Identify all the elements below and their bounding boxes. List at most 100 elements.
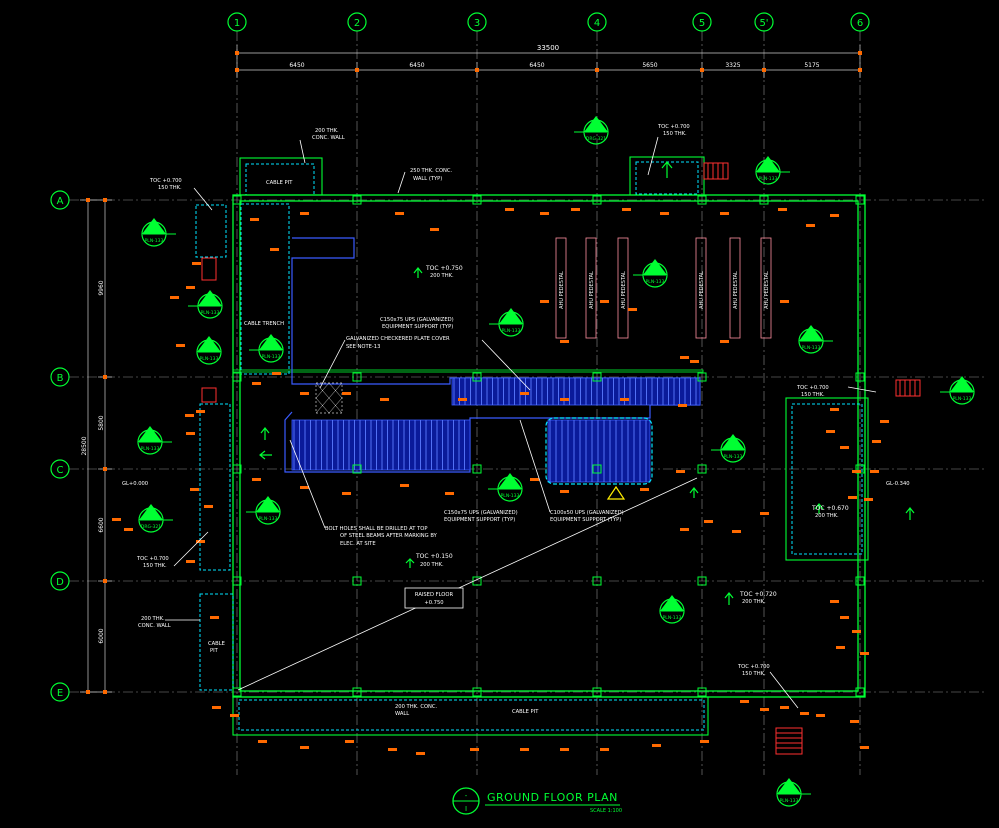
section-marker-ref: PLN-133 [802, 345, 821, 351]
column-marker [855, 576, 865, 586]
dimension-tag [210, 616, 219, 619]
toc-label: TOC +0.720 [739, 591, 777, 598]
column-marker [697, 576, 707, 586]
checkered-plate-hatch [315, 382, 343, 414]
dimension-tag [270, 248, 279, 251]
column-marker [697, 195, 707, 205]
dimension-tick-marks-vertical [86, 198, 107, 694]
title-block: - I GROUND FLOOR PLAN SCALE 1:100 [452, 787, 622, 815]
raised-floor-level: +0.750 [424, 600, 443, 606]
wall-label: 200 THK. [315, 128, 339, 134]
column-marker [592, 464, 602, 474]
bay-dimension: 5650 [642, 62, 657, 69]
bay-dimension: 9960 [98, 280, 105, 295]
grid-row-bubble[interactable]: C [50, 459, 70, 479]
dimension-tag [540, 300, 549, 303]
dimension-tag [872, 440, 881, 443]
grid-column-bubble[interactable]: 1 [227, 12, 247, 32]
ahu-pedestal-label: AHU PEDESTAL [764, 271, 770, 309]
section-marker-ref: PLN-133 [262, 354, 281, 360]
section-marker-letter: D [959, 382, 965, 391]
wall-label: 200 THK. CONC. [395, 704, 438, 710]
dimension-tag [395, 212, 404, 215]
ahu-pedestal [760, 237, 772, 339]
grid-column-bubble[interactable]: 3 [467, 12, 487, 32]
bolt-hole-note: BOLT HOLES SHALL BE DRILLED AT TOP [325, 526, 427, 532]
dimension-tag [760, 708, 769, 711]
checkered-plate-note: SEE NOTE-13 [346, 344, 380, 350]
dimension-tag [342, 492, 351, 495]
ups-band [451, 377, 701, 406]
grid-row-bubble[interactable]: B [50, 367, 70, 387]
wall-label: WALL [395, 711, 409, 717]
grid-row-label: B [57, 373, 64, 384]
dimension-tag [300, 746, 309, 749]
grid-column-bubble[interactable]: 5' [754, 12, 774, 32]
bay-dimension: 5800 [98, 415, 105, 430]
section-marker-ref: PLN-133 [780, 798, 799, 804]
dimension-tag [300, 486, 309, 489]
section-marker-letter: 1 [148, 510, 153, 519]
dimension-tag [780, 706, 789, 709]
dimension-tag [560, 398, 569, 401]
section-marker-ref: PLN-133 [145, 238, 164, 244]
grid-column-bubble[interactable]: 6 [850, 12, 870, 32]
dimension-tag [170, 296, 179, 299]
dimension-tag [622, 208, 631, 211]
dimension-tag [830, 600, 839, 603]
toc-label: TOC +0.700 [136, 556, 169, 562]
dimension-tag [112, 518, 121, 521]
section-marker-ref: PLN-133 [953, 396, 972, 402]
direction-arrows [259, 161, 915, 605]
dimension-tag [676, 470, 685, 473]
drawing-title: GROUND FLOOR PLAN [487, 791, 618, 804]
dimension-tag [540, 212, 549, 215]
grid-row-bubble[interactable]: E [50, 682, 70, 702]
dimension-tag [760, 512, 769, 515]
grid-column-bubble[interactable]: 4 [587, 12, 607, 32]
cable-pit-label: CABLE [208, 641, 225, 647]
grid-row-bubble[interactable]: A [50, 190, 70, 210]
ups-band [547, 419, 651, 483]
ahu-pedestal-label: AHU PEDESTAL [589, 271, 595, 309]
dimension-tag [652, 744, 661, 747]
grid-row-bubble[interactable]: D [50, 571, 70, 591]
wall-label: CONC. WALL [312, 135, 345, 141]
dimension-tag [530, 478, 539, 481]
column-marker [352, 687, 362, 697]
grid-column-bubble[interactable]: 5 [692, 12, 712, 32]
toc-label: TOC +0.700 [149, 178, 182, 184]
drawing-scale: SCALE 1:100 [590, 808, 622, 814]
dimension-tag [430, 228, 439, 231]
dimension-tag [230, 714, 239, 717]
thickness-label: 150 THK. [801, 392, 825, 398]
dimension-tag [840, 446, 849, 449]
ups-band [291, 419, 471, 471]
grid-column-bubble[interactable]: 2 [347, 12, 367, 32]
dimension-tag [720, 212, 729, 215]
ups-equipment-supports [291, 377, 701, 483]
section-marker-letter: 2 [593, 122, 598, 131]
ahu-pedestal [695, 237, 707, 339]
section-marker-ref: PLN-133 [663, 615, 682, 621]
dimension-tag [778, 208, 787, 211]
grid-column-label: 2 [354, 18, 360, 29]
thickness-label: 200 THK. [420, 562, 444, 568]
section-marker[interactable]: D PLN-133 [940, 376, 975, 405]
